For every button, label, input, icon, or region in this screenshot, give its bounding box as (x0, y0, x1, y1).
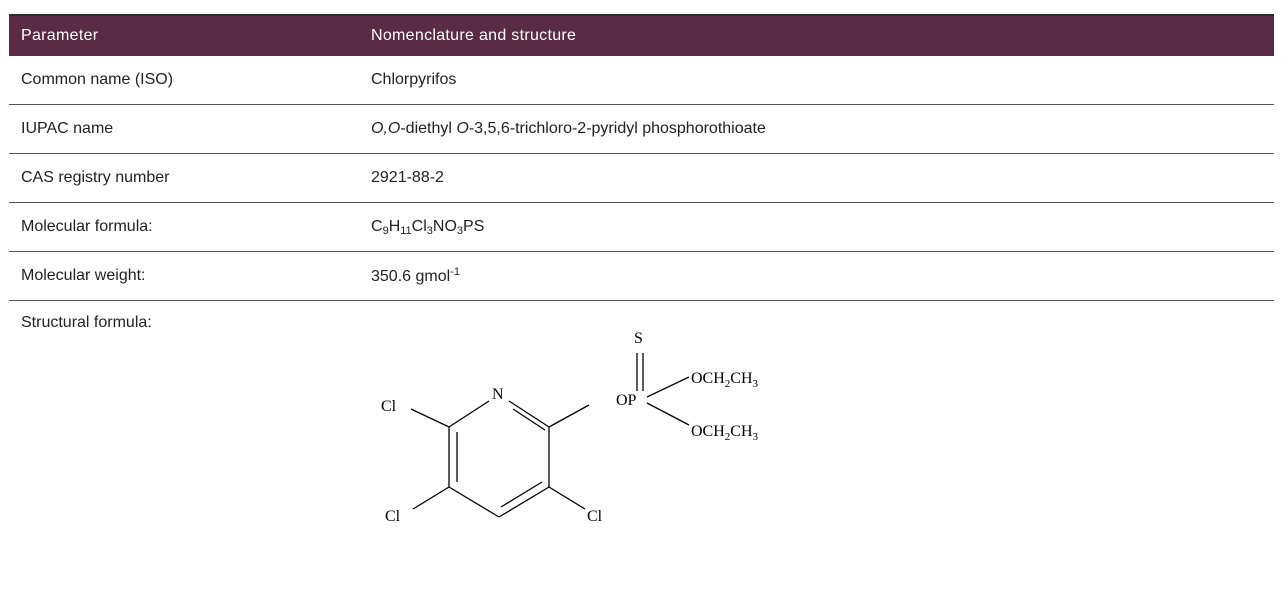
molecular-formula: C9H11Cl3NO3PS (371, 218, 1274, 237)
formula-cl: Cl (411, 217, 427, 235)
table-row-cas: CAS registry number 2921-88-2 (9, 154, 1274, 203)
formula-sub: 3 (456, 224, 464, 237)
row-value: Chlorpyrifos (371, 71, 457, 88)
bond-c3-c4-double (500, 481, 543, 508)
row-label: Common name (ISO) (21, 71, 174, 88)
atom-cl-bottom-right: Cl (587, 508, 603, 525)
atom-op: OP (616, 392, 637, 409)
bond-c3-cl (548, 486, 586, 510)
table-top-rule (9, 14, 1274, 16)
iupac-text-2: -3,5,6-trichloro-2-pyridyl phosphorothio… (468, 120, 766, 137)
row-label: IUPAC name (21, 120, 114, 137)
table-row-molecular-formula: Molecular formula: C9H11Cl3NO3PS (9, 203, 1274, 252)
row-label: Structural formula: (21, 314, 152, 331)
row-value: O,O-diethyl O-3,5,6-trichloro-2-pyridyl … (371, 120, 1274, 138)
bond-c6-n (448, 400, 490, 428)
row-label: Molecular formula: (21, 218, 153, 235)
formula-sub: 9 (382, 224, 389, 237)
bond-c2-o (548, 404, 590, 428)
ethoxy-group-2: OCH2CH3 (691, 423, 759, 443)
atom-s: S (634, 330, 643, 347)
formula-ps: PS (463, 217, 485, 235)
formula-sub: 3 (426, 224, 433, 237)
header-parameter: Parameter (21, 27, 99, 44)
formula-c: C (371, 217, 383, 235)
bond-c4-c5 (448, 486, 500, 518)
bond-p-oet1 (646, 376, 690, 398)
table-row-common-name: Common name (ISO) Chlorpyrifos (9, 56, 1274, 105)
row-value: 350.6 gmol-1 (371, 266, 1274, 286)
atom-cl-bottom-left: Cl (385, 508, 401, 525)
row-value: 2921-88-2 (371, 169, 444, 186)
iupac-italic-prefix: O,O (371, 120, 401, 137)
row-label: Molecular weight: (21, 267, 146, 284)
ethoxy-group-1: OCH2CH3 (691, 370, 759, 390)
bond-n-c2-double (512, 408, 546, 431)
weight-value: 350.6 gmol (371, 268, 451, 285)
weight-superscript: -1 (450, 266, 460, 278)
bond-c6-cl (410, 408, 450, 428)
iupac-italic-o: O (456, 120, 469, 137)
row-label: CAS registry number (21, 169, 170, 186)
iupac-text-1: -diethyl (400, 120, 457, 137)
atom-cl-top-left: Cl (381, 398, 397, 415)
formula-no: NO (432, 217, 457, 235)
formula-h: H (388, 217, 401, 235)
chlorpyrifos-structure-svg: S N OP Cl Cl Cl OCH2CH3 OCH2CH3 (381, 330, 759, 525)
table-header: Parameter Nomenclature and structure (9, 16, 1274, 56)
table-row-iupac-name: IUPAC name O,O-diethyl O-3,5,6-trichloro… (9, 105, 1274, 154)
bond-c3-c4 (498, 486, 550, 518)
formula-sub: 11 (400, 224, 412, 237)
structural-formula-diagram: S N OP Cl Cl Cl OCH2CH3 OCH2CH3 (349, 301, 809, 538)
chlorpyrifos-table: Parameter Nomenclature and structure Com… (9, 14, 1274, 533)
bond-n-c2 (508, 400, 550, 428)
table-row-molecular-weight: Molecular weight: 350.6 gmol-1 (9, 252, 1274, 301)
atom-n: N (492, 386, 504, 403)
table-row-structural-formula: Structural formula: (9, 301, 1274, 533)
bond-c5-cl (412, 486, 450, 510)
header-nomenclature: Nomenclature and structure (371, 27, 577, 44)
bond-p-oet2 (646, 402, 690, 426)
